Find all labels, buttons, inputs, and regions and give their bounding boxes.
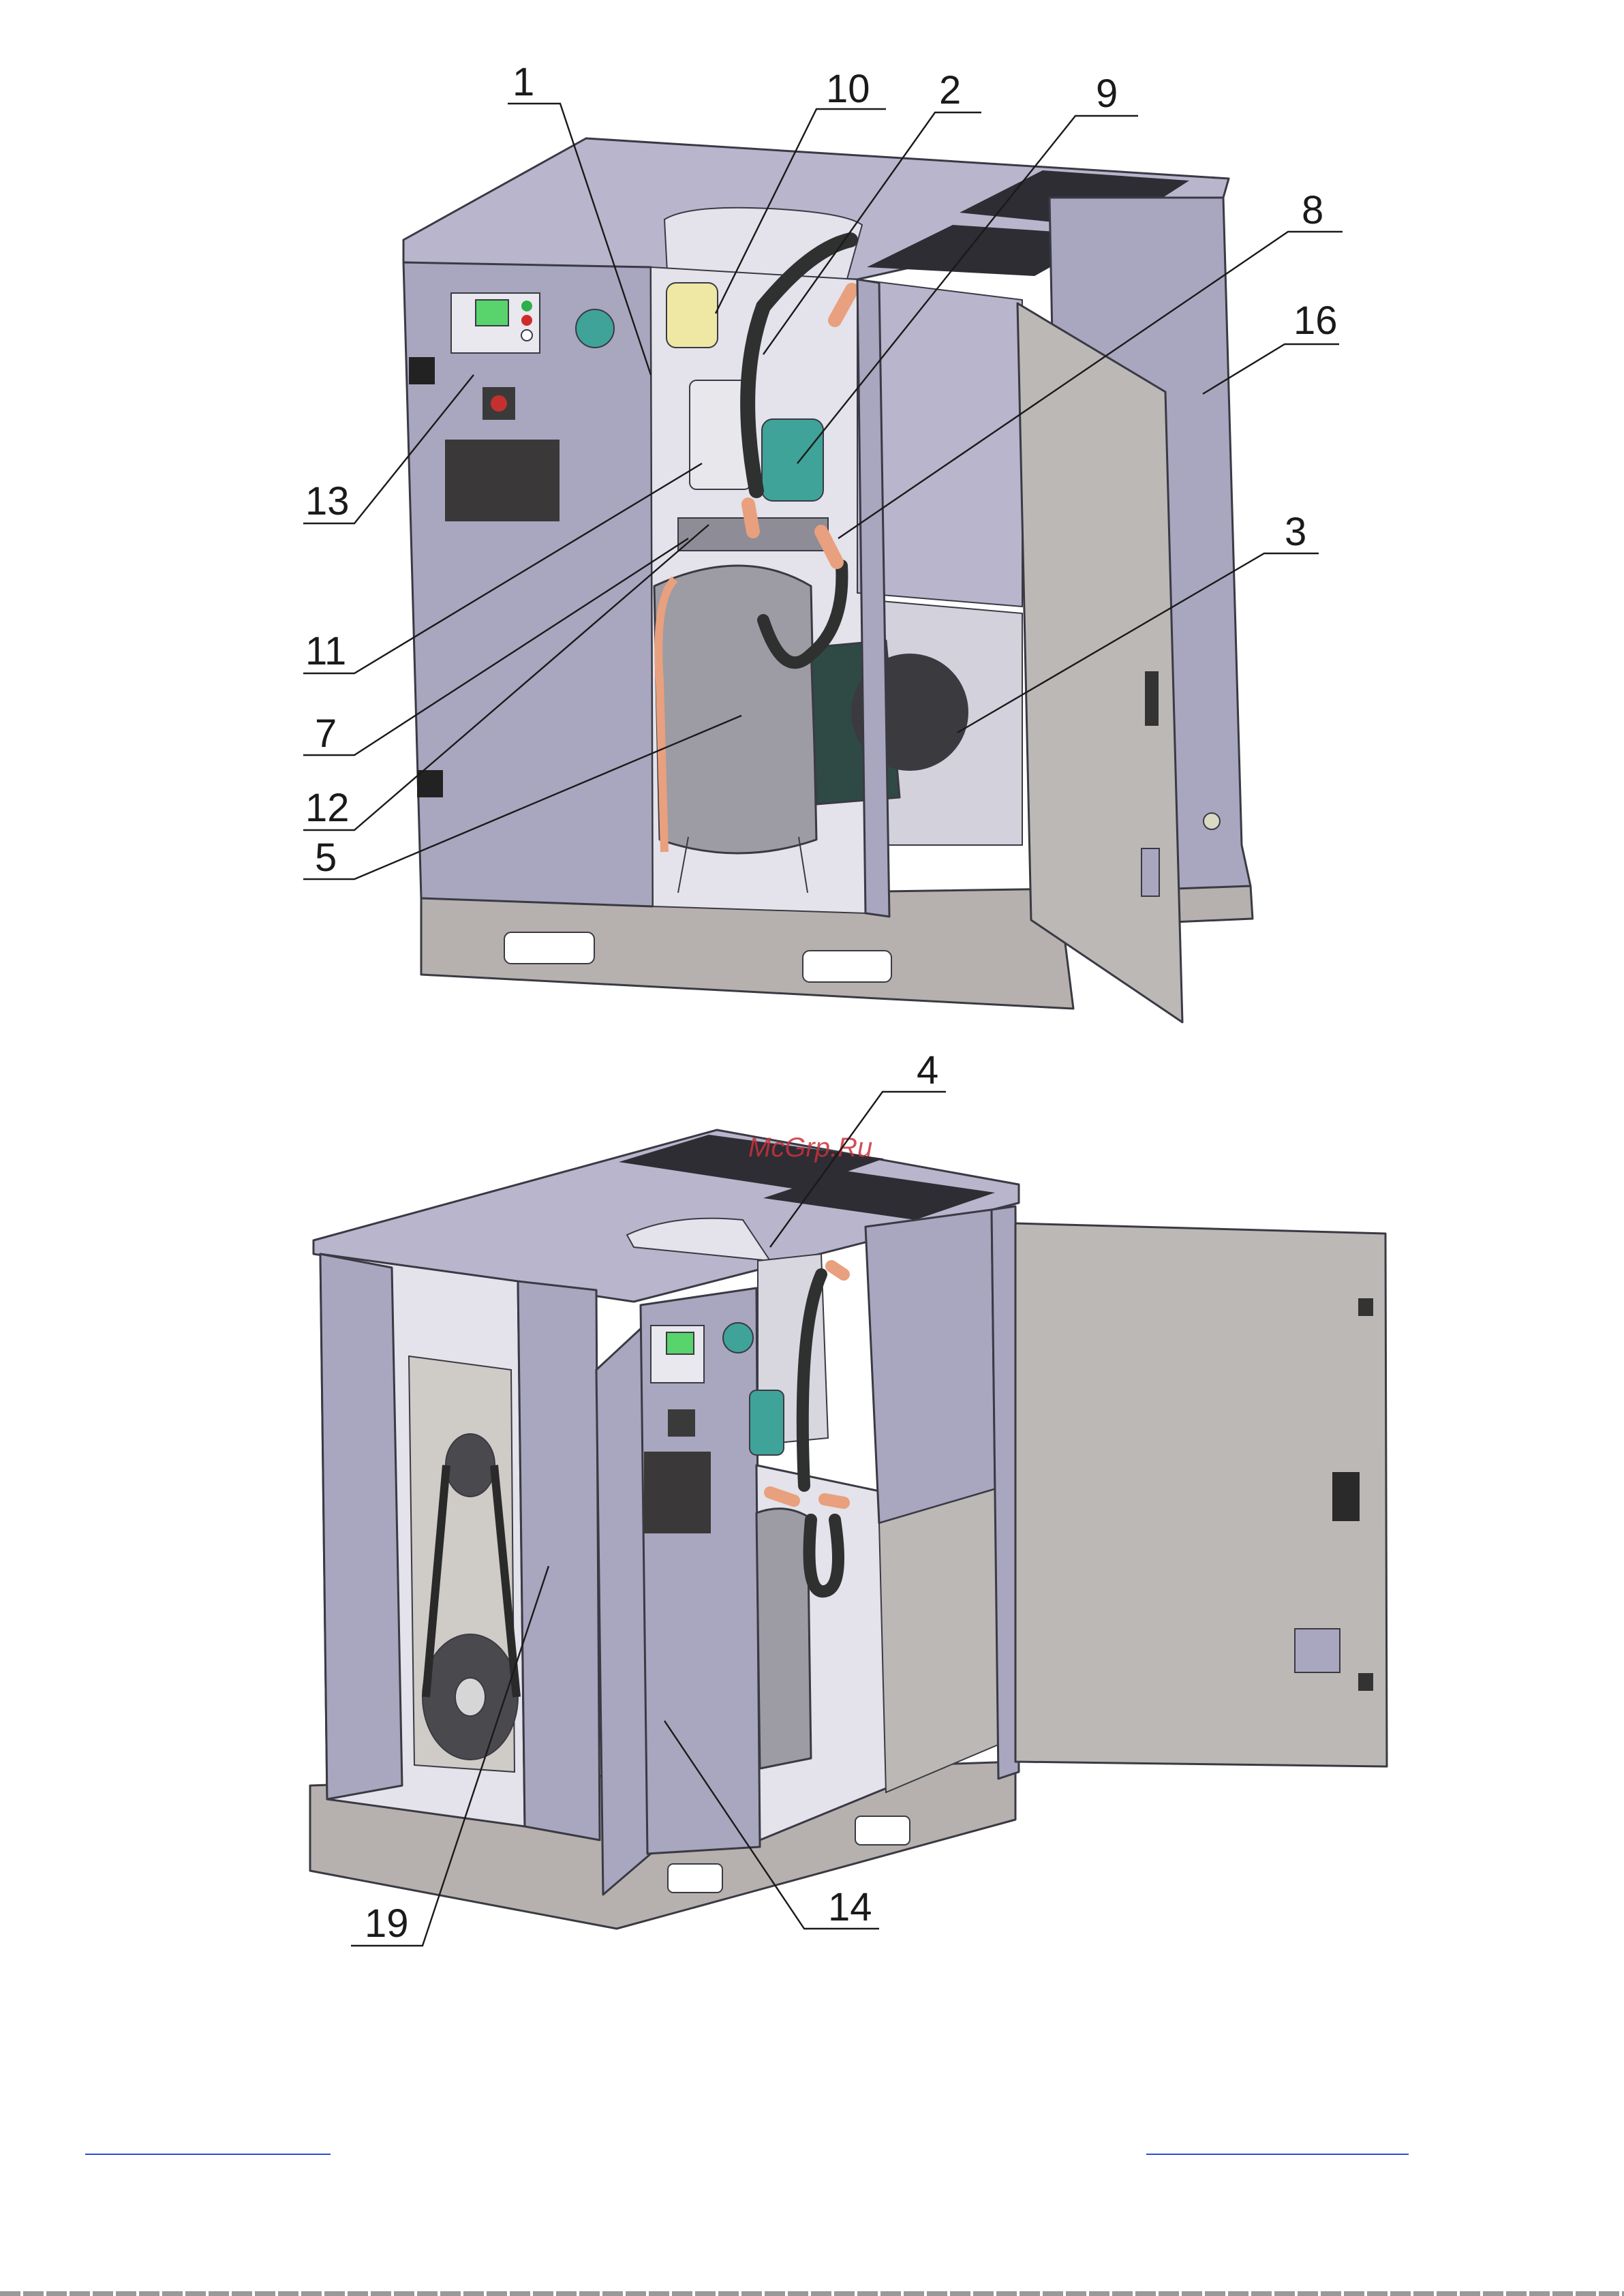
callout-5: 5 [315, 836, 337, 880]
callout-16: 16 [1293, 299, 1338, 343]
top-air-filter-cap [667, 283, 718, 348]
callout-7: 7 [315, 711, 337, 756]
bottom-small-pulley [446, 1434, 495, 1497]
top-side-gauge [1204, 813, 1220, 829]
top-door-handle [1145, 671, 1159, 726]
callout-12: 12 [305, 786, 350, 830]
callout-1: 1 [512, 60, 534, 104]
callout-8: 8 [1302, 188, 1323, 232]
top-view-compressor [403, 138, 1253, 1022]
callout-13: 13 [305, 479, 350, 523]
bottom-right-cabinet-side [865, 1210, 995, 1523]
top-controller-btn-red [521, 315, 532, 326]
bottom-large-pulley-hub [455, 1678, 485, 1716]
top-controller-display [476, 300, 508, 326]
bottom-right-lower-bay [879, 1489, 998, 1792]
bottom-front-vent [644, 1452, 711, 1533]
callout-9: 9 [1096, 72, 1118, 116]
top-door-plate [1142, 848, 1159, 896]
bottom-base-slot-right [855, 1816, 910, 1845]
top-open-door [1017, 303, 1182, 1022]
top-left-front-panel [403, 262, 653, 906]
top-base-slot-right [803, 951, 891, 982]
callout-4: 4 [917, 1048, 938, 1092]
callout-11: 11 [305, 629, 346, 673]
footer-link-right[interactable] [1146, 2154, 1409, 2155]
bottom-base-slot-left [668, 1864, 722, 1893]
bottom-tank [756, 1509, 811, 1769]
bottom-controller-display [667, 1332, 694, 1354]
top-indicator-lamp [576, 309, 614, 348]
callout-14: 14 [828, 1885, 872, 1929]
bottom-door-handle [1332, 1472, 1360, 1521]
callout-10: 10 [826, 67, 870, 111]
top-air-receiver-tank [654, 566, 816, 853]
page-bottom-edge [0, 2291, 1624, 2296]
bottom-door-hinge-upper [1358, 1298, 1373, 1316]
top-controller-btn-green [521, 301, 532, 311]
bottom-indicator-lamp [723, 1323, 753, 1353]
watermark: McGrp.Ru [748, 1133, 872, 1163]
top-door-latch-upper [409, 357, 435, 384]
top-base-slot-left [504, 932, 594, 964]
callout-3: 3 [1285, 510, 1306, 554]
top-main-switch-knob [491, 395, 507, 412]
callout-2: 2 [939, 68, 961, 112]
top-oil-filter [762, 419, 823, 501]
bottom-left-side-panel [320, 1254, 402, 1799]
bottom-wide-open-door [1015, 1223, 1387, 1766]
bottom-view-compressor [310, 1130, 1387, 1929]
top-front-vent [445, 440, 560, 521]
top-door-latch-lower [417, 770, 443, 797]
callout-19: 19 [365, 1901, 409, 1946]
bottom-center-upright [518, 1281, 600, 1840]
bottom-door-plate [1295, 1629, 1340, 1672]
bottom-main-switch [668, 1409, 695, 1437]
footer-link-left[interactable] [85, 2154, 331, 2155]
bottom-oil-filter [750, 1390, 784, 1455]
top-controller-btn-white [521, 330, 532, 341]
bottom-door-hinge-lower [1358, 1673, 1373, 1691]
